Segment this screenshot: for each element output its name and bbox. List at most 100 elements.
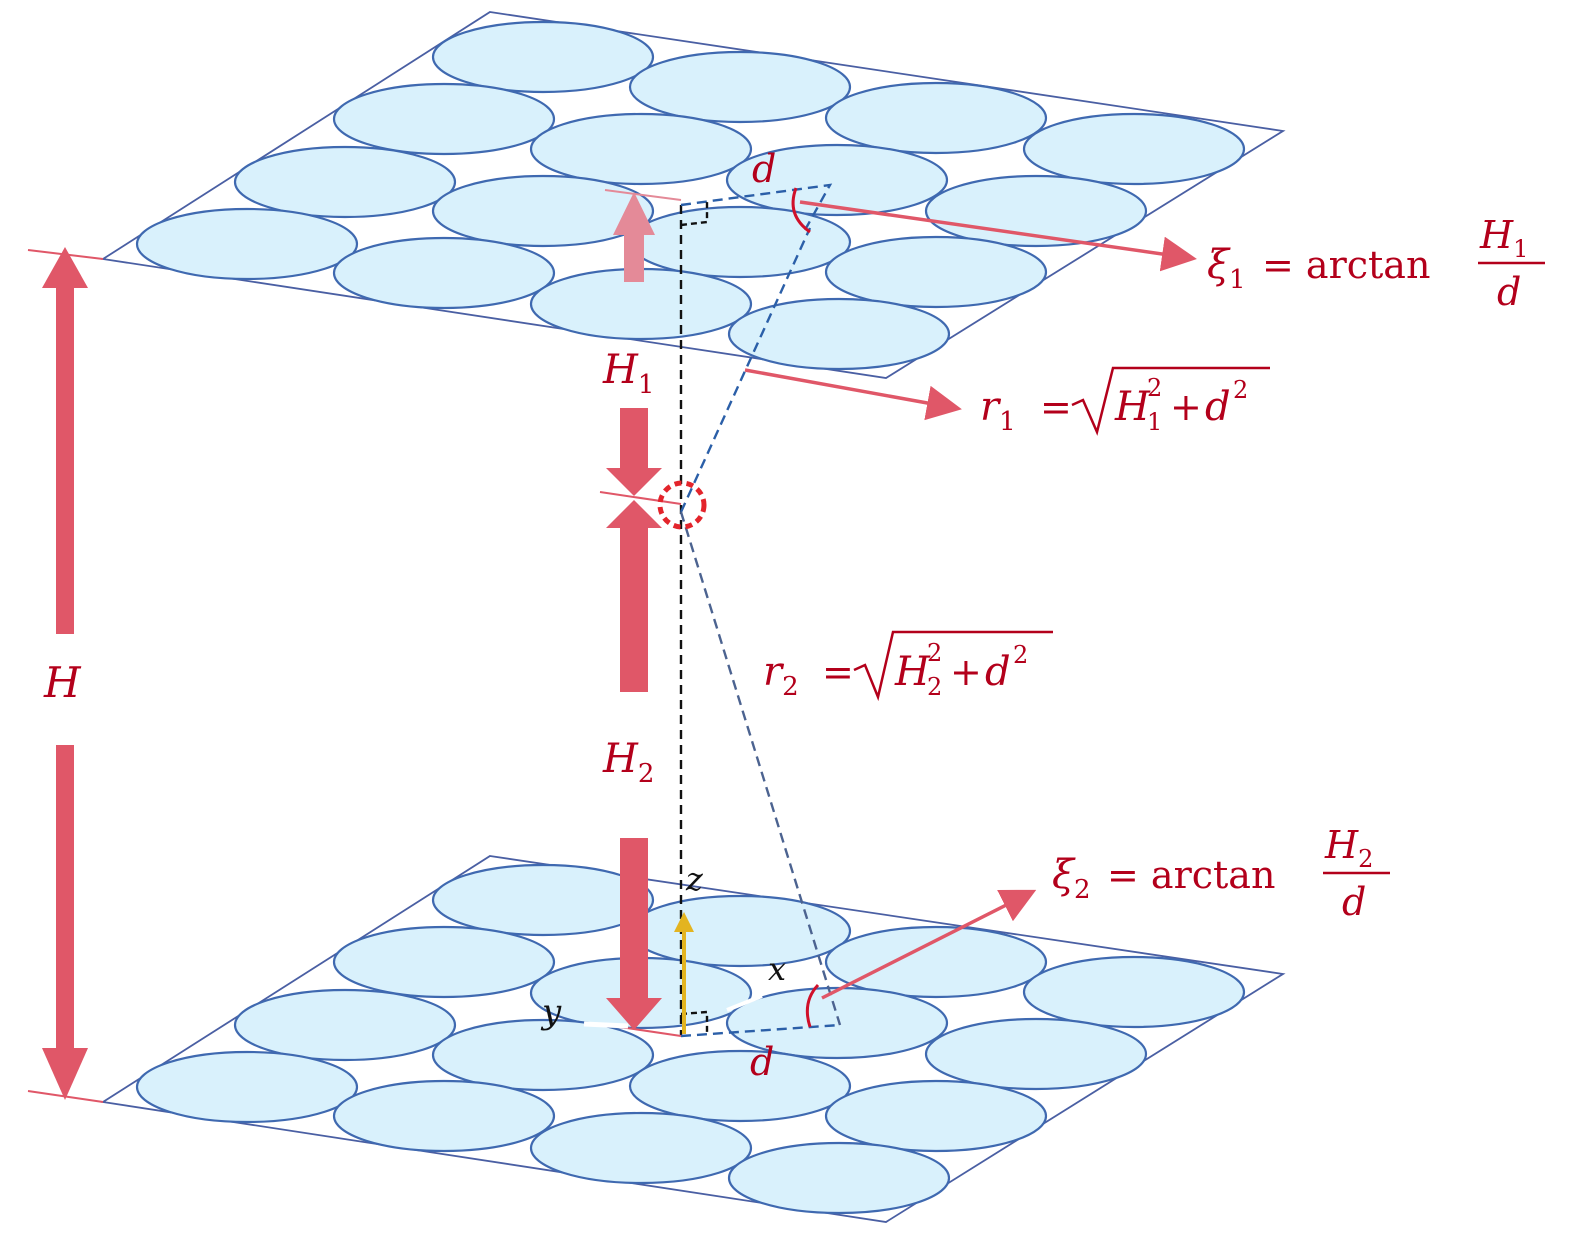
top-plate-cells	[135, 20, 1246, 371]
xi2-callout-arrow	[821, 889, 1037, 1000]
xi2-sub: 2	[1074, 875, 1091, 905]
source-point-circle	[657, 480, 707, 530]
cell	[824, 925, 1048, 999]
bottom-offset-dashed	[680, 1023, 841, 1038]
cell	[431, 20, 655, 94]
label-H1-sub: 1	[638, 370, 655, 400]
label-H1: H1	[602, 347, 654, 400]
r2-d-sup: 2	[1013, 641, 1028, 669]
H2-arrow-down	[606, 838, 662, 1030]
H-arrow-top-shaft	[56, 286, 74, 634]
xi2-denominator: d	[1342, 880, 1366, 924]
formula-xi1: ξ1 = arctan H1 d	[1207, 213, 1545, 314]
cell	[332, 236, 556, 310]
cell	[725, 143, 949, 217]
H2-arrow-up	[606, 500, 662, 692]
H1-arrows	[606, 192, 662, 496]
r2-H-sub: 2	[927, 673, 942, 701]
label-H2: H2	[602, 736, 654, 789]
xi1-angle-arc	[791, 187, 811, 234]
H1-arrow-down	[606, 408, 662, 496]
cell	[233, 988, 457, 1062]
y-axis-stub	[583, 1021, 629, 1029]
top-offset-dashed	[680, 183, 833, 231]
cell	[628, 205, 852, 279]
bottom-plate-cells	[135, 863, 1246, 1215]
cell	[727, 1141, 951, 1215]
H-arrow-bottom-shaft	[56, 745, 74, 1050]
r1-dashed-line	[679, 227, 812, 513]
xi2-symbol: ξ	[1052, 852, 1076, 898]
r1-H-sub: 1	[1147, 408, 1162, 436]
top-plate-tick	[604, 189, 682, 201]
bottom-plate	[100, 855, 1286, 1223]
label-d-bottom: d	[750, 1040, 774, 1084]
label-y-axis: y	[540, 992, 562, 1032]
r1-d-sup: 2	[1233, 376, 1248, 404]
cell	[924, 1017, 1148, 1091]
r1-sqrt-sign	[1071, 366, 1270, 436]
cell	[332, 925, 556, 999]
label-H2-sub: 2	[638, 759, 655, 789]
r1-H: H	[1114, 384, 1151, 430]
xi2-numerator: H2	[1324, 823, 1373, 873]
r2-eq: =	[822, 650, 854, 694]
cell	[628, 50, 852, 124]
r2-dashed-line	[679, 511, 842, 1026]
r2-plus: +	[950, 650, 982, 694]
label-z-axis: z	[685, 860, 704, 898]
cell	[431, 863, 655, 937]
cell	[529, 112, 753, 186]
cell	[431, 1018, 655, 1092]
label-H2-base: H	[602, 736, 639, 782]
H-arrow-bottom-head	[42, 1048, 88, 1100]
label-d-top: d	[752, 147, 776, 191]
xi1-lhs: ξ1	[1207, 242, 1246, 295]
top-plate	[100, 11, 1286, 379]
z-axis-arrowhead	[674, 912, 694, 932]
cell	[135, 1050, 359, 1124]
cell	[332, 82, 556, 156]
label-x-axis: x	[768, 950, 786, 988]
formula-r2: r2 = H 2 2 + d 2	[763, 630, 1053, 702]
formula-xi2: ξ2 = arctan H2 d	[1052, 823, 1390, 924]
cell	[628, 1049, 852, 1123]
H1-arrow-up-faded	[613, 192, 655, 282]
cell	[529, 1111, 753, 1185]
cell	[824, 1079, 1048, 1153]
cell	[1022, 112, 1246, 186]
r2-lhs: r2	[763, 649, 799, 702]
H-dimension-arrow	[42, 247, 88, 1100]
point-level-line	[599, 491, 682, 505]
cell	[135, 207, 359, 281]
xi1-denominator: d	[1497, 270, 1521, 314]
xi2-num-base: H	[1324, 823, 1359, 867]
r1-callout-arrow	[744, 368, 962, 421]
r2-symbol: r	[763, 649, 785, 695]
r1-plus: +	[1170, 385, 1202, 429]
cell	[332, 1079, 556, 1153]
xi1-numerator: H1	[1479, 213, 1528, 263]
r2-H: H	[894, 649, 931, 695]
xi1-sub: 1	[1229, 265, 1246, 295]
r1-symbol: r	[980, 384, 1002, 430]
xi1-eq: = arctan	[1262, 243, 1430, 287]
label-H1-base: H	[602, 347, 639, 393]
xi2-lhs: ξ2	[1052, 852, 1091, 905]
xi2-angle-arc	[805, 983, 820, 1028]
r2-H-sup: 2	[927, 639, 942, 667]
xi1-symbol: ξ	[1207, 242, 1231, 288]
formula-r1: r1 = H 2 1 + d 2	[980, 366, 1270, 437]
H2-arrows	[606, 500, 662, 1030]
cell	[431, 174, 655, 248]
cell	[824, 81, 1048, 155]
cell	[725, 986, 949, 1060]
bottom-right-angle	[680, 1010, 709, 1034]
cell	[628, 894, 852, 968]
r2-sub: 2	[782, 672, 799, 702]
xi1-callout-arrow	[799, 200, 1197, 272]
r1-d: d	[1205, 384, 1231, 430]
xi1-num-sub: 1	[1513, 235, 1528, 263]
cell	[727, 297, 951, 371]
